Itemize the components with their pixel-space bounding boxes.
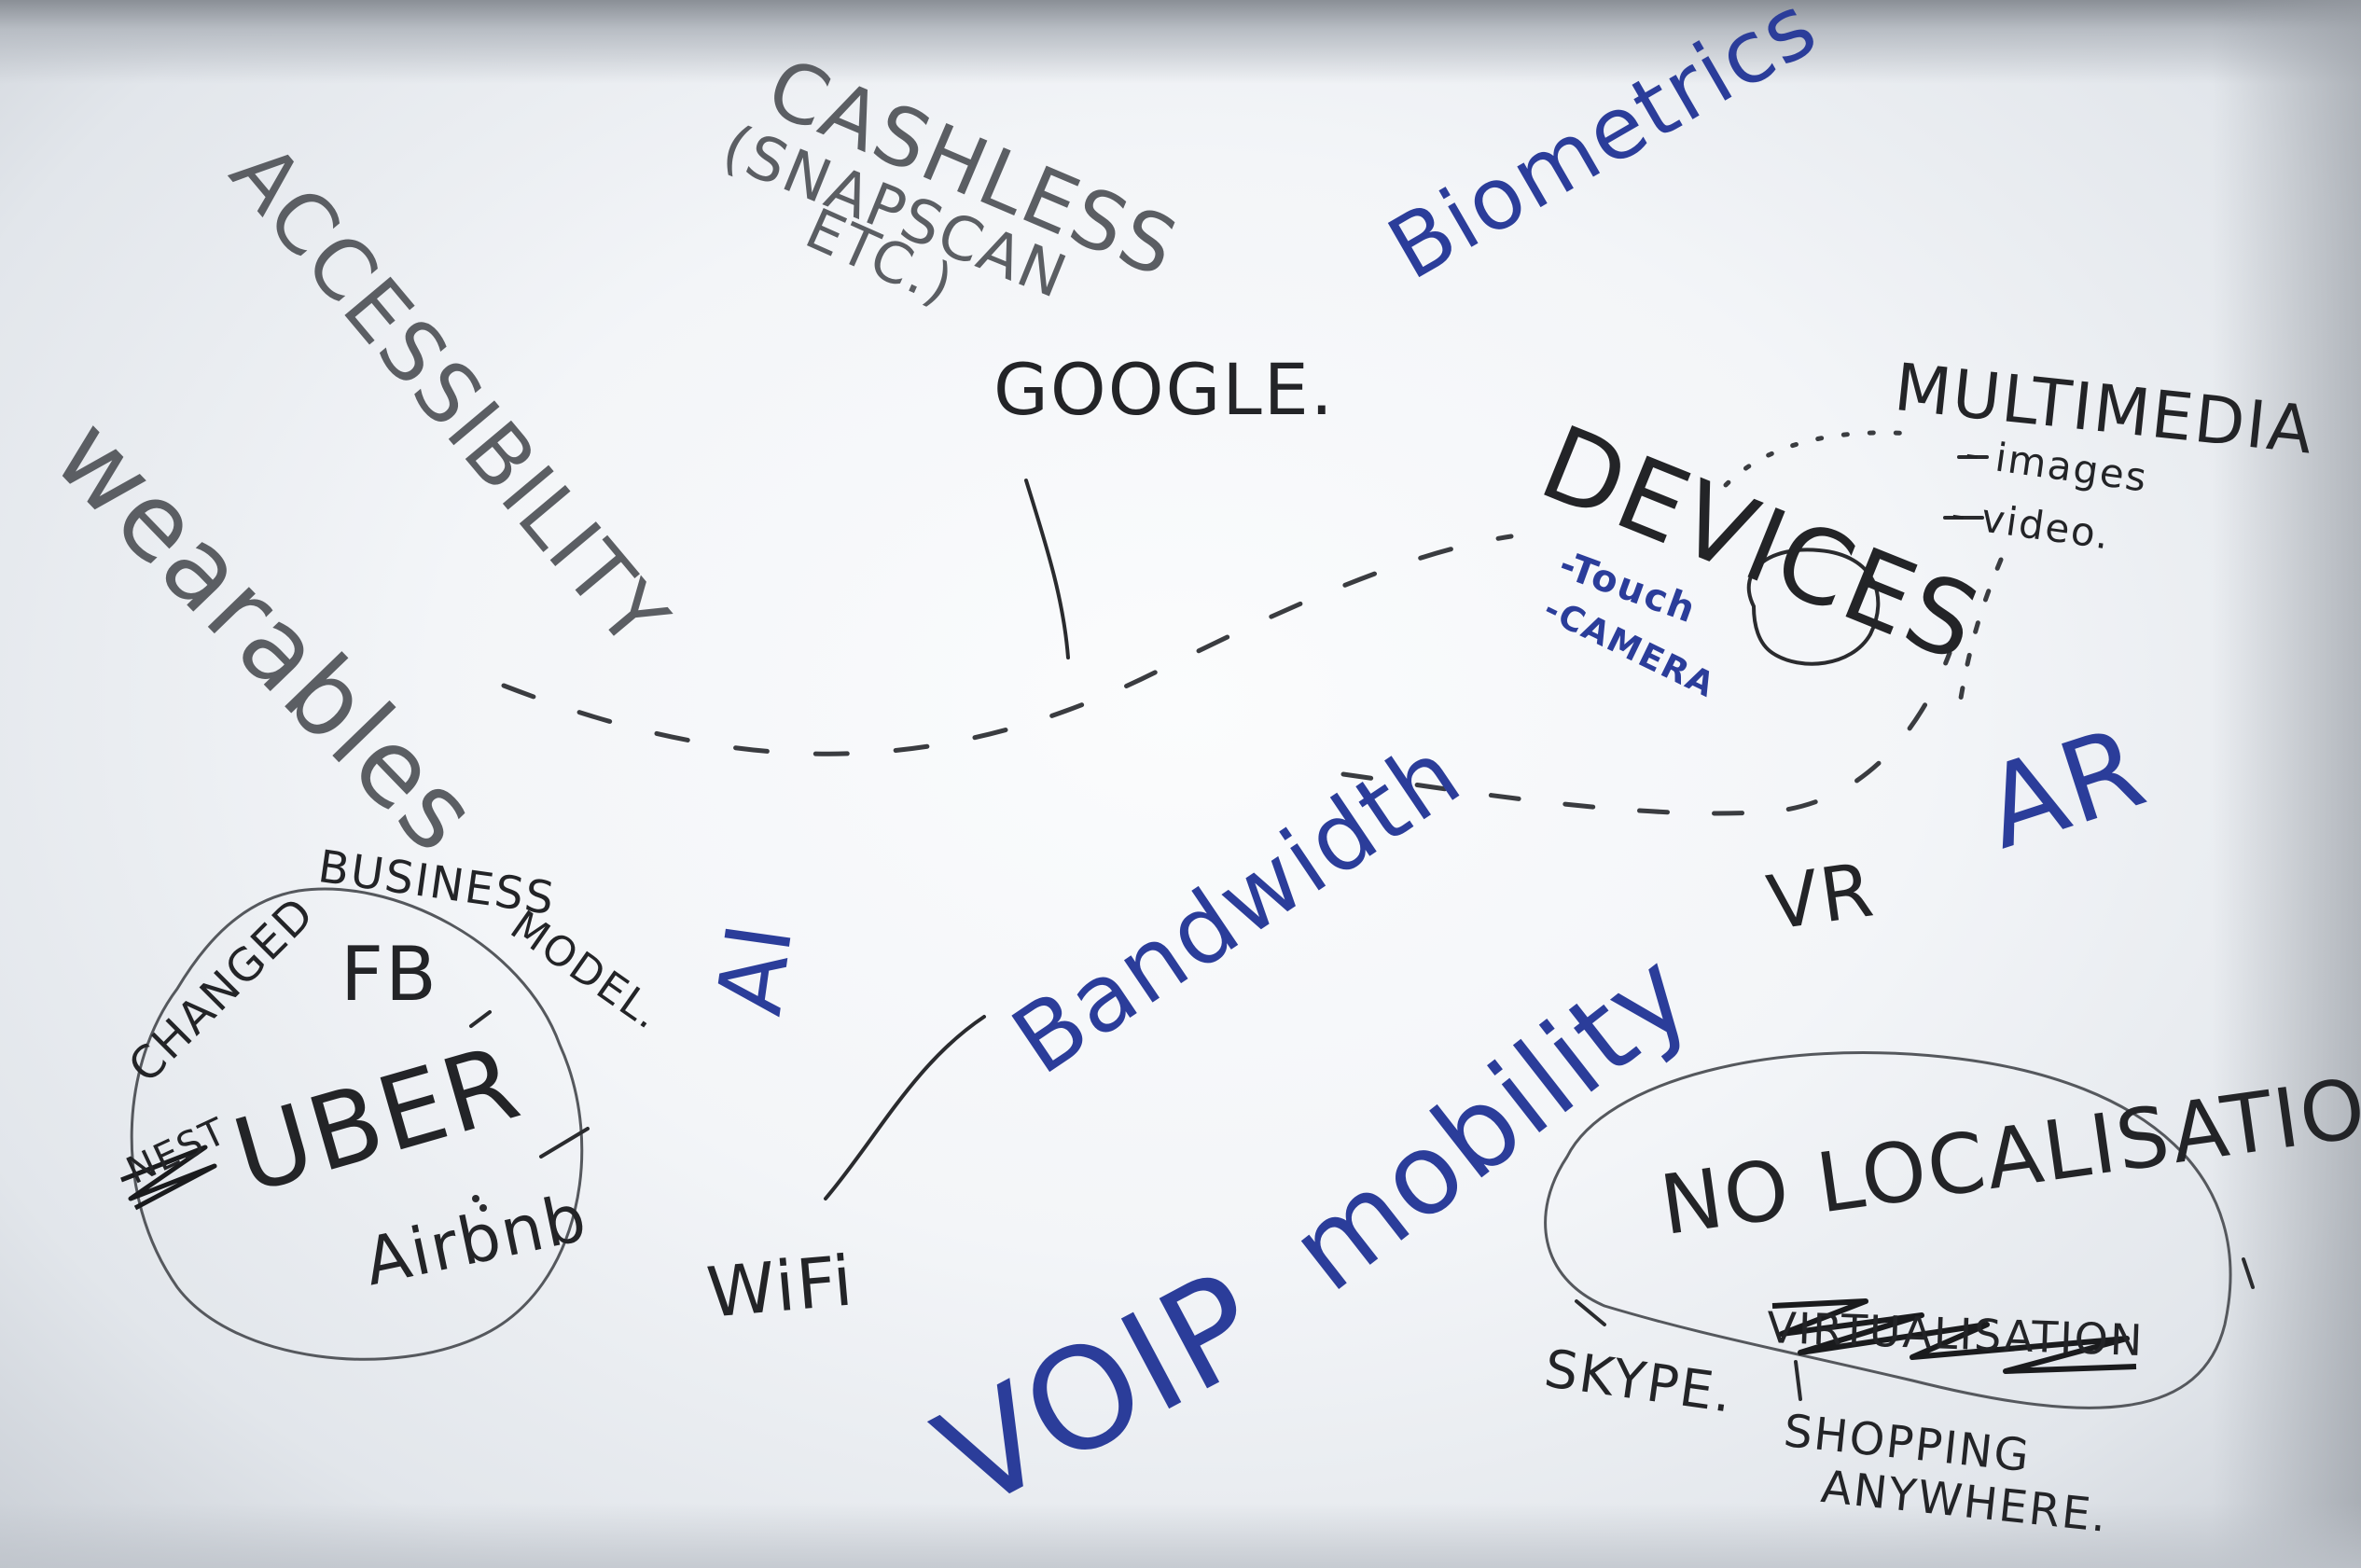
wifi-label: WiFi xyxy=(703,1241,858,1334)
airbnb-dot-2 xyxy=(479,1204,487,1212)
right-shadow xyxy=(2212,0,2361,1568)
shopping-tick xyxy=(1794,1360,1802,1401)
dotted-link-devices-multimedia xyxy=(1723,430,1915,488)
business-model-circle xyxy=(130,887,584,1361)
google-label: GOOGLE. xyxy=(993,348,1335,431)
dashed-link-wearables-devices xyxy=(501,534,1514,756)
bottom-shadow xyxy=(0,1503,2361,1568)
airbnb-tick xyxy=(539,1127,590,1159)
strike-scribble-virtualisation xyxy=(1771,1298,2137,1374)
ai-label: AI xyxy=(697,915,813,1021)
wifi-bandwidth-connector xyxy=(824,1015,986,1200)
vr-label: VR xyxy=(1762,846,1881,948)
no-localisation-strike-label: VIRTUALISATION xyxy=(1766,1302,2146,1367)
airbnb-dot-1 xyxy=(472,1195,479,1202)
fb-label: FB xyxy=(340,931,438,1018)
top-shadow xyxy=(0,0,2361,84)
devices-s-circle xyxy=(1746,548,1881,666)
strike-scribble-nest xyxy=(120,1145,217,1211)
google-connector xyxy=(1024,479,1070,659)
localisation-ellipse xyxy=(1544,1051,2232,1409)
uber-tick xyxy=(469,1010,492,1028)
right-edge-mark xyxy=(2242,1257,2255,1289)
dotted-link-devices-ar xyxy=(1956,557,2004,712)
skype-tick xyxy=(1575,1299,1606,1326)
